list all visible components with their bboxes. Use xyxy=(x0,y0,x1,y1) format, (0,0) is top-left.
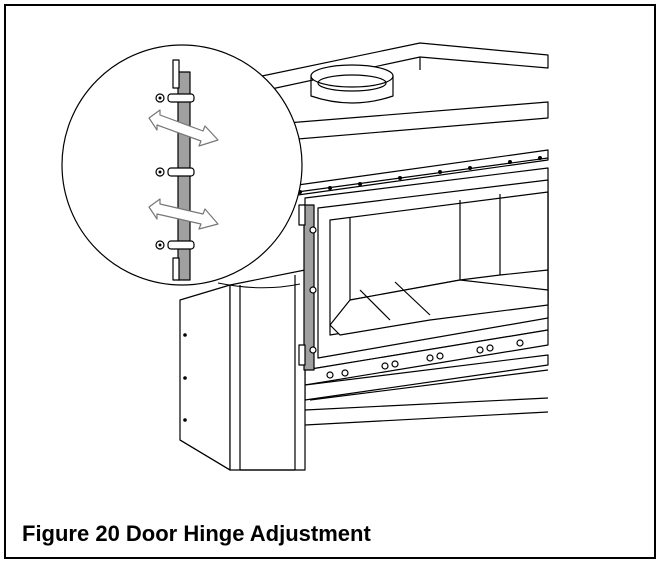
door-hinge xyxy=(298,204,317,371)
double-arrow-icon xyxy=(148,198,219,230)
figure-caption: Figure 20 Door Hinge Adjustment xyxy=(22,521,371,546)
double-arrow-icon xyxy=(148,109,219,147)
flue-collar xyxy=(310,64,394,104)
firebox-body xyxy=(179,101,549,471)
